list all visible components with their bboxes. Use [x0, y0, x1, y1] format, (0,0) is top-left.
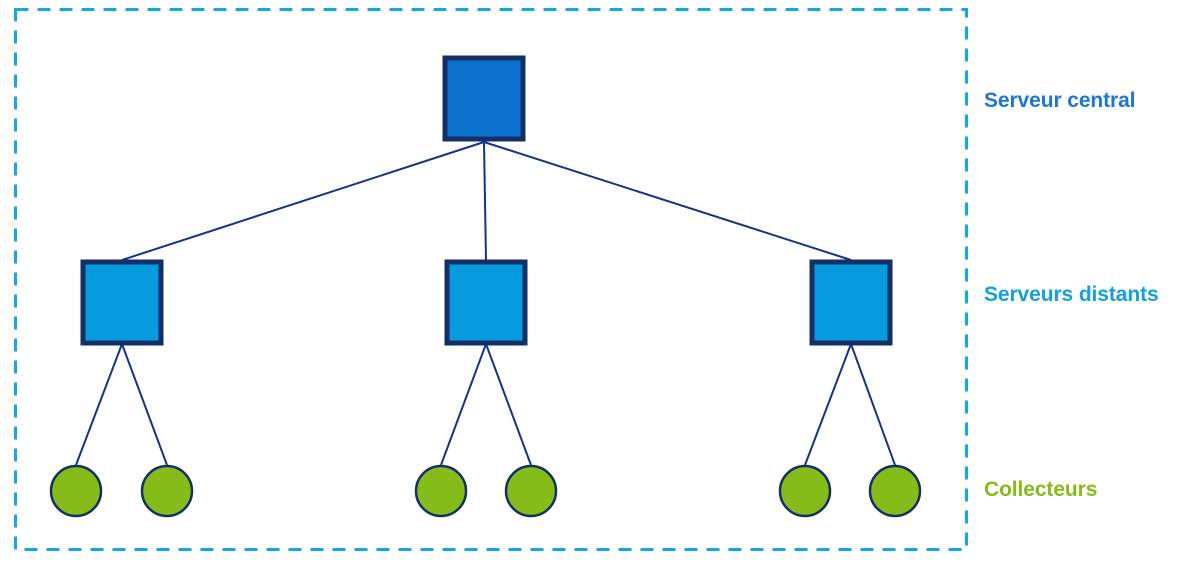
node-remote-server-1[interactable] — [80, 259, 164, 346]
link-remote-2-to-collector-3 — [440, 343, 487, 466]
tier-label-serveurs-distants: Serveurs distants — [984, 283, 1159, 306]
node-group-collectors — [49, 464, 922, 518]
tier-label-serveur-central: Serveur central — [984, 89, 1136, 112]
node-collector-3[interactable] — [414, 464, 468, 518]
node-remote-server-3[interactable] — [809, 259, 893, 346]
dashed-container-border — [14, 8, 968, 551]
node-group-remote-servers — [80, 259, 893, 346]
link-remote-1-to-collector-1 — [75, 343, 123, 466]
link-remote-2-to-collector-4 — [485, 343, 532, 466]
link-remote-3-to-collector-6 — [850, 343, 896, 466]
link-group-central-to-remote — [121, 141, 852, 261]
node-collector-4[interactable] — [504, 464, 558, 518]
link-central-to-remote-3 — [483, 141, 852, 261]
link-central-to-remote-2 — [483, 141, 487, 261]
link-remote-3-to-collector-5 — [804, 343, 852, 466]
node-group-central-server — [442, 55, 526, 142]
node-collector-5[interactable] — [778, 464, 832, 518]
node-collector-1[interactable] — [49, 464, 103, 518]
node-collector-6[interactable] — [868, 464, 922, 518]
link-remote-1-to-collector-2 — [121, 343, 168, 466]
node-collector-2[interactable] — [140, 464, 194, 518]
node-remote-server-2[interactable] — [444, 259, 528, 346]
link-central-to-remote-1 — [121, 141, 485, 261]
tier-label-collecteurs: Collecteurs — [984, 478, 1098, 501]
link-group-remote-to-collector — [75, 343, 896, 466]
node-central-server[interactable] — [442, 55, 526, 142]
